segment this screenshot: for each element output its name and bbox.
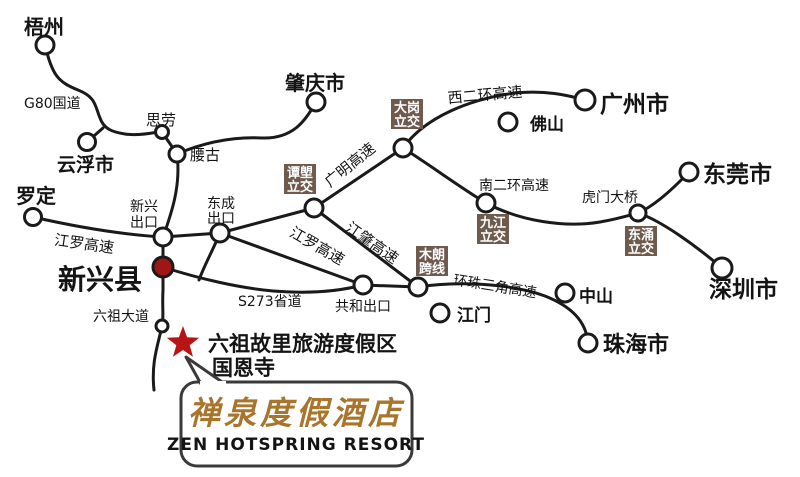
node-xinxing-exit — [152, 226, 174, 248]
node-dongguan — [678, 161, 700, 183]
city-labels: 梧州 云浮市 罗定 肇庆市 广州市 佛山 东莞市 深圳市 中山 珠海市 江门 新… — [16, 15, 778, 358]
node-wuzhou — [34, 34, 56, 56]
interchange-jiujiang-line1: 九江 — [479, 215, 506, 231]
label-road-g80: G80国道 — [24, 96, 81, 112]
interchange-jiujiang: 九江 立交 — [477, 214, 509, 245]
interchange-dongchong: 东涌 立交 — [625, 226, 657, 257]
node-yunfu — [77, 132, 97, 152]
label-guangzhou: 广州市 — [600, 91, 669, 118]
label-road-s273: S273省道 — [238, 294, 302, 310]
interchange-jiujiang-box — [477, 214, 509, 244]
label-liuzu-avenue: 六祖大道 — [93, 309, 149, 325]
node-dongcheng-exit — [209, 222, 231, 244]
label-gonghe-exit: 共和出口 — [335, 299, 391, 315]
label-wuzhou: 梧州 — [24, 15, 64, 39]
map-nodes — [23, 34, 734, 354]
interchange-mulang-box — [416, 246, 448, 276]
label-road-nan-erhuan: 南二环高速 — [479, 177, 549, 194]
road-yaogu-zhaoqing — [175, 100, 318, 156]
label-guoen-temple: 国恩寺 — [212, 356, 275, 380]
label-road-jiangluo-west: 江罗高速 — [53, 231, 115, 257]
label-yaogu: 腰古 — [190, 146, 220, 164]
road-guangming — [312, 146, 405, 210]
node-zhaoqing — [305, 91, 327, 113]
label-road-huan-zhusanjiao: 环珠三角高速 — [452, 272, 538, 302]
label-road-xi-erhuan: 西二环高速 — [447, 83, 523, 107]
node-silao — [154, 124, 170, 140]
label-jiangmen: 江门 — [457, 305, 491, 326]
interchange-dagang-line2: 立交 — [394, 114, 420, 130]
interchange-mulang-line2: 跨线 — [419, 261, 445, 277]
label-yunfu: 云浮市 — [57, 153, 114, 176]
logo-bubble: 禅泉度假酒店 ZEN HOTSPRING RESORT — [167, 355, 425, 468]
road-network — [31, 43, 724, 392]
label-xinxing-exit-2: 出口 — [130, 215, 158, 231]
road-g80 — [43, 43, 160, 137]
interchange-dongchong-line2: 立交 — [628, 241, 654, 257]
interchange-dongchong-line1: 东涌 — [628, 227, 654, 243]
node-shenzhen — [710, 256, 734, 280]
road-jiangluo-main — [31, 206, 316, 239]
road-yaogu-xinxing-exit — [161, 152, 180, 239]
node-jiujiang — [475, 192, 497, 214]
label-foshan: 佛山 — [529, 114, 564, 135]
node-zhuhai — [577, 332, 599, 354]
road-nan-erhuan — [401, 146, 488, 205]
label-shenzhen: 深圳市 — [709, 276, 778, 303]
node-jiangmen — [429, 302, 451, 324]
label-zhongshan: 中山 — [579, 286, 613, 307]
road-huan-zhusanjiao — [416, 282, 590, 345]
label-humen-bridge: 虎门大桥 — [582, 190, 638, 206]
interchange-dagang: 大岗 立交 — [391, 99, 423, 130]
logo-chinese-text: 禅泉度假酒店 — [188, 394, 405, 432]
label-zhaoqing: 肇庆市 — [285, 71, 345, 95]
interchange-tanlang: 谭塱 立交 — [284, 164, 316, 195]
node-humen — [628, 203, 648, 223]
node-liuzu-avenue — [154, 318, 170, 334]
node-guangzhou — [573, 88, 597, 112]
exit-labels: 新兴 出口 东成 出口 共和出口 — [130, 196, 391, 315]
interchange-boxes: 大岗 立交 谭塱 立交 九江 立交 木朗 跨线 东涌 立交 — [284, 99, 657, 277]
label-silao: 思劳 — [146, 111, 176, 129]
resort-star-icon — [166, 326, 200, 357]
destination-marker: 六祖故里旅游度假区 国恩寺 — [166, 326, 397, 380]
road-s273 — [161, 265, 365, 294]
node-mulang — [407, 276, 429, 298]
road-jiujiang-humen — [484, 201, 640, 226]
node-xinxing-county-dot — [151, 255, 175, 279]
road-jiangzhao — [312, 206, 420, 289]
logo-bubble-box — [179, 380, 414, 468]
interchange-mulang: 木朗 跨线 — [416, 246, 448, 277]
label-dongguan: 东莞市 — [703, 161, 772, 188]
logo-bubble-tail-patch — [200, 381, 226, 385]
interchange-tanlang-box — [284, 164, 316, 194]
road-dongcheng-gonghe — [218, 231, 365, 287]
interchange-dagang-line1: 大岗 — [394, 100, 420, 116]
node-foshan — [497, 111, 519, 133]
interchange-tanlang-line1: 谭塱 — [287, 165, 313, 181]
node-zhongshan — [554, 282, 576, 304]
label-dongcheng-exit-1: 东成 — [207, 196, 235, 212]
label-xinxing-exit-1: 新兴 — [130, 199, 158, 215]
logo-bubble-tail — [184, 355, 226, 386]
node-tanlang — [303, 197, 325, 219]
label-luoding: 罗定 — [16, 184, 56, 208]
logo-english-text: ZEN HOTSPRING RESORT — [167, 435, 425, 455]
node-dagang — [392, 137, 414, 159]
label-road-jiangzhao: 江肇高速 — [342, 218, 401, 267]
node-yaogu — [167, 144, 187, 164]
label-resort-area: 六祖故里旅游度假区 — [208, 332, 397, 356]
interchange-dongchong-box — [625, 226, 657, 256]
interchange-mulang-line1: 木朗 — [418, 247, 445, 263]
label-dongcheng-exit-2: 出口 — [207, 211, 235, 227]
interchange-dagang-box — [391, 99, 423, 129]
interchange-jiujiang-line2: 立交 — [480, 229, 506, 245]
node-luoding — [23, 207, 43, 227]
label-xinxing-county: 新兴县 — [58, 263, 142, 296]
interchange-tanlang-line2: 立交 — [287, 179, 313, 195]
node-gonghe-exit — [352, 274, 374, 296]
road-xi-erhuan — [401, 90, 587, 150]
label-zhuhai: 珠海市 — [603, 332, 669, 358]
